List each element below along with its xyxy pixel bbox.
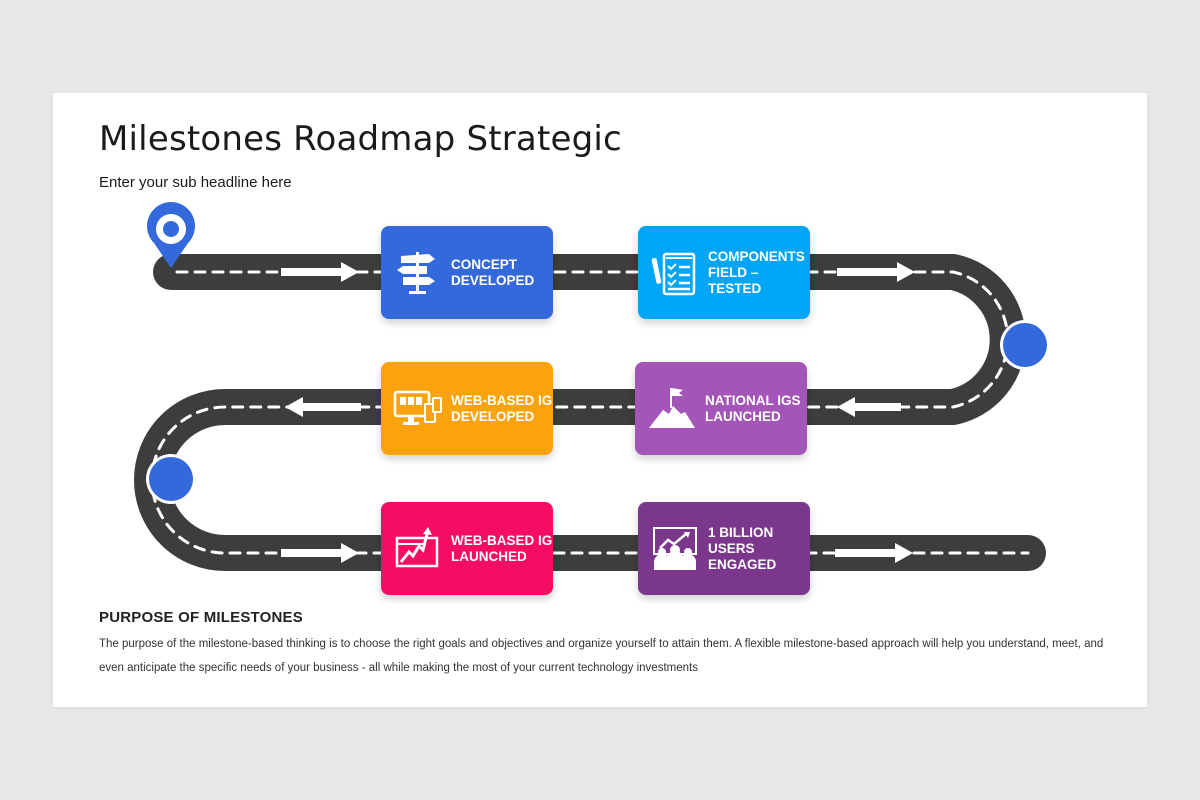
- milestone-card-web-based-ig-developed[interactable]: WEB-BASED IG DEVELOPED: [381, 362, 553, 455]
- arrow-right-icon: [837, 262, 915, 282]
- milestone-label: 1 BILLION USERS ENGAGED: [708, 524, 777, 572]
- growth-chart-icon: [395, 526, 439, 567]
- curve-node-right: [1000, 320, 1050, 370]
- curve-node-left: [146, 454, 196, 504]
- purpose-body: The purpose of the milestone-based think…: [99, 638, 1104, 674]
- arrow-right-icon: [281, 262, 359, 282]
- sub-headline: Enter your sub headline here: [99, 174, 292, 191]
- devices-icon: [393, 390, 442, 425]
- team-presentation-icon: [653, 526, 697, 570]
- milestone-label: WEB-BASED IG DEVELOPED: [451, 392, 553, 424]
- milestone-card-concept-developed[interactable]: CONCEPT DEVELOPED: [381, 226, 553, 319]
- milestone-label: COMPONENTS FIELD – TESTED: [708, 248, 805, 296]
- purpose-heading: PURPOSE OF MILESTONES: [99, 609, 303, 626]
- milestone-card-national-igs-launched[interactable]: NATIONAL IGS LAUNCHED: [635, 362, 807, 455]
- milestone-label: NATIONAL IGS LAUNCHED: [705, 392, 801, 424]
- mountain-flag-icon: [649, 387, 695, 428]
- milestone-label: WEB-BASED IG LAUNCHED: [451, 532, 553, 564]
- milestone-card-components-field-tested[interactable]: COMPONENTS FIELD – TESTED: [638, 226, 810, 319]
- milestone-label: CONCEPT DEVELOPED: [451, 256, 535, 288]
- location-pin-icon: [147, 202, 195, 268]
- arrow-left-icon: [285, 397, 361, 417]
- signpost-icon: [397, 251, 435, 294]
- arrow-left-icon: [837, 397, 901, 417]
- arrow-right-icon: [281, 543, 359, 563]
- page-title: Milestones Roadmap Strategic: [99, 119, 622, 159]
- milestone-card-1-billion-users-engaged[interactable]: 1 BILLION USERS ENGAGED: [638, 502, 810, 595]
- slide: Milestones Roadmap Strategic Enter your …: [53, 93, 1147, 707]
- milestone-card-web-based-ig-launched[interactable]: WEB-BASED IG LAUNCHED: [381, 502, 553, 595]
- arrow-right-icon: [835, 543, 913, 563]
- roadmap-road: [134, 202, 1050, 571]
- checklist-icon: [651, 252, 696, 295]
